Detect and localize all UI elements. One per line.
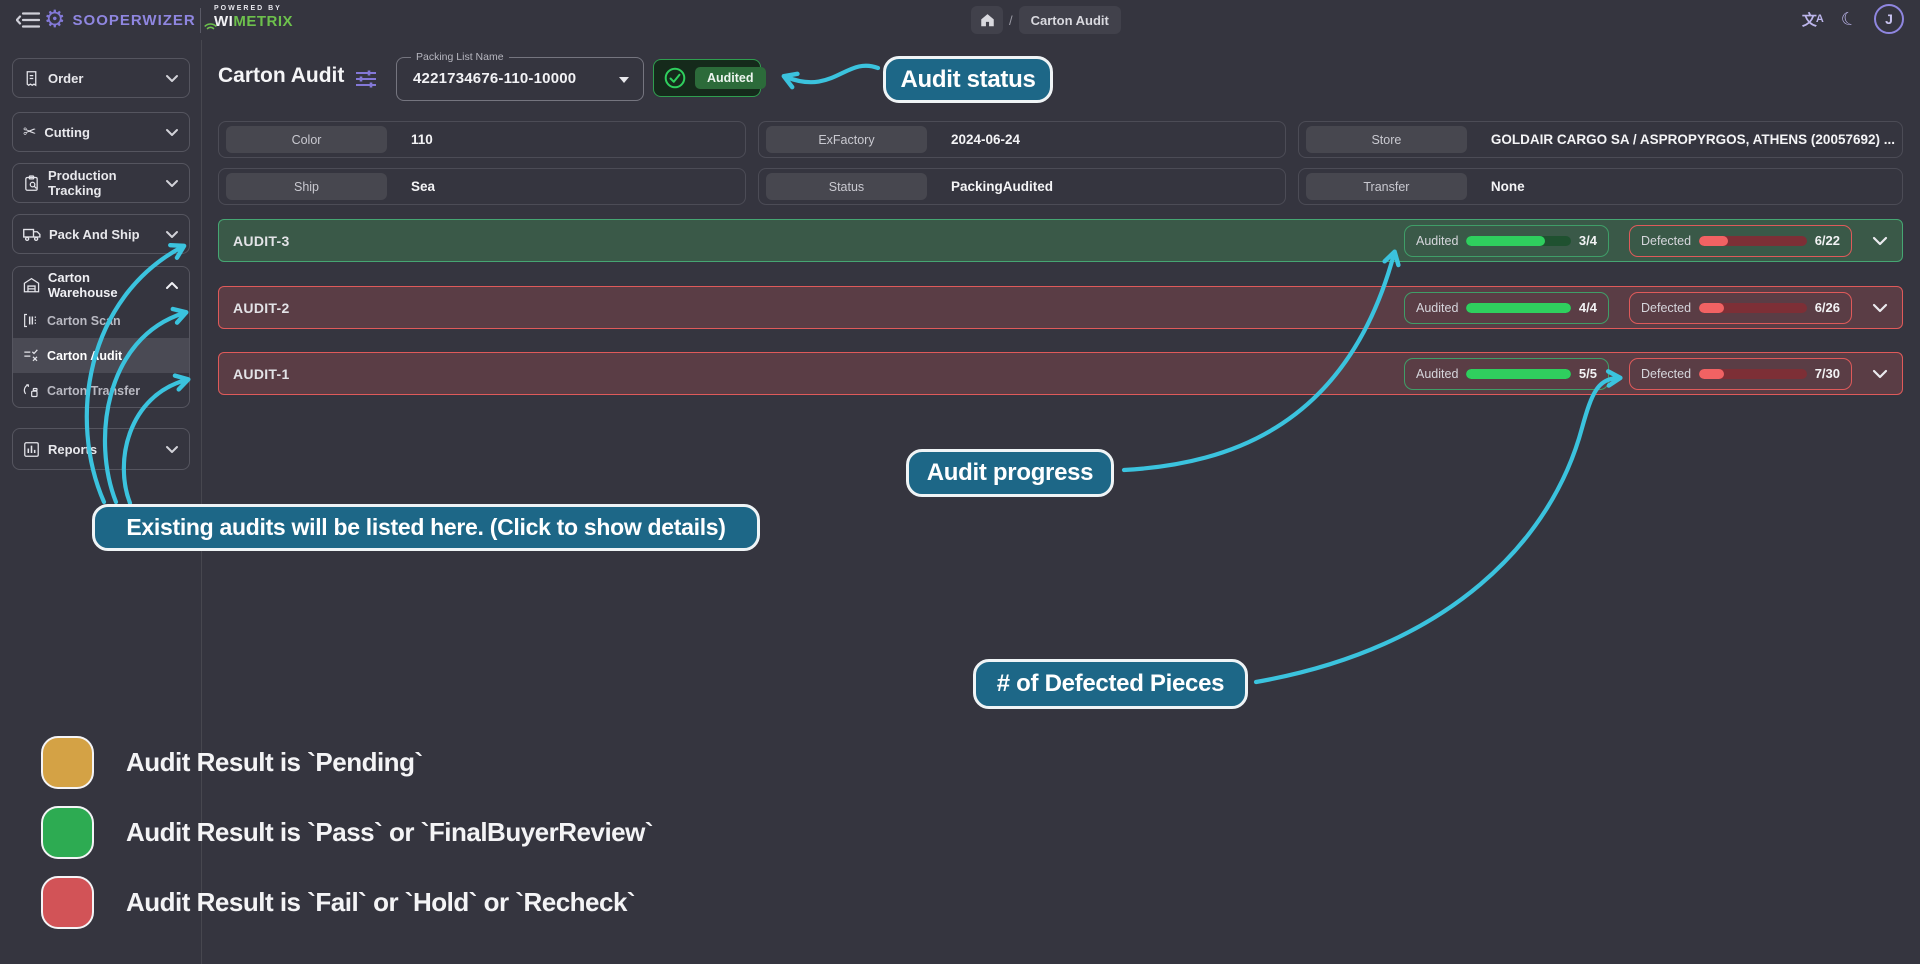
bar-chart-icon [23, 441, 40, 458]
order-icon [23, 70, 40, 87]
audit-rule-icon [23, 348, 39, 363]
annotation-audit-status: Audit status [883, 56, 1053, 103]
annotation-audit-progress: Audit progress [906, 449, 1114, 497]
filter-tune-icon[interactable] [355, 69, 377, 89]
truck-icon [23, 226, 41, 242]
breadcrumb: / Carton Audit [971, 6, 1121, 34]
audited-progress: Audited 3/4 [1404, 224, 1609, 257]
sidebar-item-reports[interactable]: Reports [12, 428, 190, 470]
sidebar-item-carton-scan[interactable]: Carton Scan [13, 303, 189, 338]
field-ship: Ship Sea [218, 168, 746, 205]
dark-mode-moon-icon[interactable]: ☾ [1838, 6, 1860, 31]
sidebar-item-label: Reports [48, 441, 98, 457]
top-navbar: ⚙ SOOPERWIZER POWERED BY WIMETRIX / Cart… [0, 0, 1920, 40]
field-status: Status PackingAudited [757, 168, 1286, 205]
warehouse-icon [23, 277, 40, 293]
field-color: Color 110 [218, 121, 746, 158]
chevron-down-icon [165, 74, 179, 83]
brand-name: SOOPERWIZER [72, 11, 196, 29]
sidebar-item-carton-audit[interactable]: Carton Audit [13, 338, 189, 373]
annotation-existing-audits: Existing audits will be listed here. (Cl… [92, 504, 760, 551]
sidebar-item-label: Carton Warehouse [48, 270, 118, 300]
sidebar-item-label: Carton Audit [47, 348, 123, 363]
packing-list-label: Packing List Name [411, 51, 509, 63]
clipboard-search-icon [23, 174, 40, 192]
check-circle-icon [663, 66, 687, 90]
audit-result-legend: Audit Result is `Pending` Audit Result i… [41, 736, 654, 946]
navbar-divider [200, 8, 201, 33]
audited-progress-bar [1466, 302, 1571, 313]
legend-item-pending: Audit Result is `Pending` [41, 736, 653, 789]
sidebar-item-label: Carton Scan [47, 313, 121, 328]
sidebar-item-label: Pack And Ship [49, 226, 140, 242]
sidebar-item-cutting[interactable]: ✂ Cutting [12, 112, 190, 152]
packing-list-select[interactable]: Packing List Name 4221734676-110-10000 [396, 51, 644, 101]
defected-progress: Defected 6/26 [1629, 291, 1852, 324]
sidebar-item-label: Carton Transfer [47, 383, 141, 398]
legend-item-fail: Audit Result is `Fail` or `Hold` or `Rec… [41, 876, 653, 929]
chevron-down-icon [165, 128, 179, 137]
expand-chevron-icon[interactable] [1872, 236, 1888, 246]
sidebar-item-carton-warehouse[interactable]: Carton Warehouse [13, 267, 189, 303]
home-icon [980, 13, 995, 27]
chevron-down-icon [165, 445, 179, 454]
audited-progress: Audited 4/4 [1404, 291, 1609, 324]
sidebar-item-label: Cutting [44, 124, 90, 140]
packing-list-info: Color 110 ExFactory 2024-06-24 Store GOL… [218, 121, 1903, 205]
sidebar-item-production-tracking[interactable]: Production Tracking [12, 163, 190, 203]
audited-progress-bar [1466, 368, 1571, 379]
sidebar-item-label: Production Tracking [48, 168, 117, 198]
defected-progress: Defected 6/22 [1629, 224, 1852, 257]
fail-color-swatch [41, 876, 94, 929]
status-badge-label: Audited [695, 67, 766, 89]
sidebar-group-carton-warehouse: Carton Warehouse Carton Scan Carton Audi… [12, 266, 190, 408]
defected-progress-bar [1699, 235, 1807, 246]
powered-by-logo: POWERED BY WIMETRIX [204, 5, 293, 39]
field-transfer: Transfer None [1297, 168, 1903, 205]
sidebar-item-label: Order [48, 70, 84, 86]
chevron-down-icon [165, 179, 179, 188]
field-exfactory: ExFactory 2024-06-24 [757, 121, 1286, 158]
chevron-down-icon [165, 230, 179, 239]
annotation-defected-pieces: # of Defected Pieces [973, 659, 1248, 709]
audit-status-badge: Audited [653, 59, 766, 97]
barcode-scan-icon [23, 313, 39, 328]
legend-item-pass: Audit Result is `Pass` or `FinalBuyerRev… [41, 806, 654, 859]
chevron-up-icon [165, 281, 179, 290]
field-store: Store GOLDAIR CARGO SA / ASPROPYRGOS, AT… [1297, 121, 1903, 158]
breadcrumb-separator: / [1009, 12, 1013, 28]
sidebar-item-pack-and-ship[interactable]: Pack And Ship [12, 214, 190, 254]
expand-chevron-icon[interactable] [1872, 303, 1888, 313]
defected-progress: Defected 7/30 [1629, 357, 1852, 390]
breadcrumb-current[interactable]: Carton Audit [1018, 6, 1121, 34]
expand-chevron-icon[interactable] [1872, 369, 1888, 379]
app-logo: ⚙ SOOPERWIZER [44, 5, 196, 35]
audit-row-audit-2[interactable]: AUDIT-2 Audited 4/4 Defected 6/26 [218, 286, 1903, 329]
audit-row-audit-1[interactable]: AUDIT-1 Audited 5/5 Defected 7/30 [218, 352, 1903, 395]
wifi-signal-icon [204, 22, 283, 32]
pass-color-swatch [41, 806, 94, 859]
user-avatar[interactable]: J [1874, 4, 1904, 34]
page-title: Carton Audit [218, 64, 345, 87]
audit-row-audit-3[interactable]: AUDIT-3 Audited 3/4 Defected 6/22 [218, 219, 1903, 262]
sidebar-collapse-icon[interactable] [16, 12, 40, 28]
transfer-icon [23, 383, 39, 398]
sidebar-item-order[interactable]: Order [12, 58, 190, 98]
defected-progress-bar [1699, 368, 1807, 379]
pending-color-swatch [41, 736, 94, 789]
audited-progress: Audited 5/5 [1404, 357, 1609, 390]
sidebar-item-carton-transfer[interactable]: Carton Transfer [13, 373, 189, 407]
scissors-icon: ✂ [23, 124, 37, 141]
defected-progress-bar [1699, 302, 1807, 313]
audited-progress-bar [1466, 235, 1571, 246]
gear-logo-icon: ⚙ [44, 6, 66, 33]
breadcrumb-home-button[interactable] [971, 6, 1003, 34]
select-caret-icon [619, 77, 629, 83]
packing-list-value: 4221734676-110-10000 [413, 70, 577, 87]
